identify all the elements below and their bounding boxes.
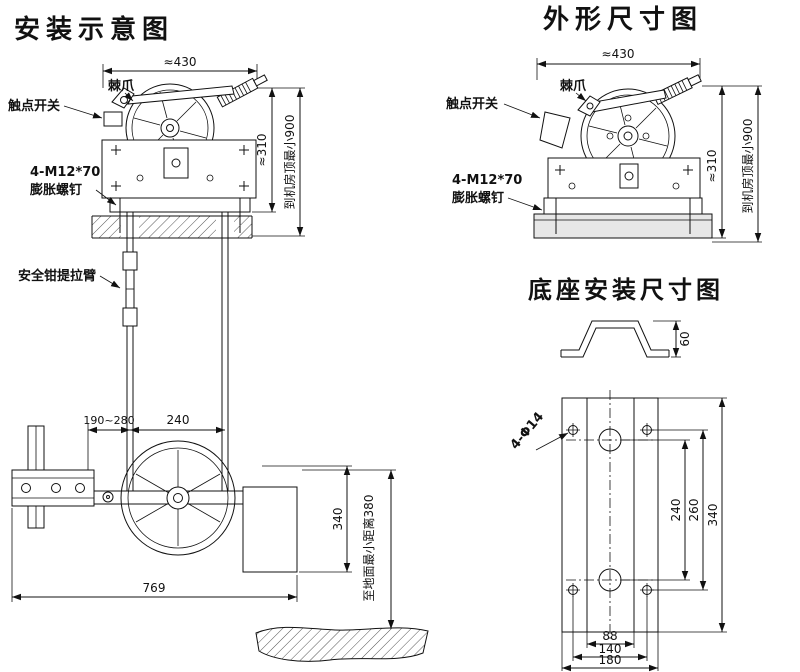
governor-ropes <box>126 212 229 494</box>
ceiling-slab <box>91 214 253 240</box>
base-dim-slot-pitch-v: 260 <box>687 499 701 522</box>
rope-turnbuckle <box>122 251 138 327</box>
base-plate <box>561 390 659 640</box>
install-dim-rail-rope: 190~280 <box>83 414 134 427</box>
tension-pulley <box>120 440 236 556</box>
tension-weight <box>242 486 298 573</box>
install-label-contact-switch: 触点开关 <box>7 98 60 114</box>
install-dim-ceiling: 到机房顶最小900 <box>282 115 297 210</box>
base-dim-hole-pitch-v: 240 <box>669 499 683 522</box>
install-dim-top-width: ≈430 <box>164 55 197 69</box>
base-view: 底座安装尺寸图 60 <box>508 275 727 672</box>
base-dim-hole-pitch-h: 140 <box>599 642 622 656</box>
contact-switch-shape <box>103 111 123 127</box>
outline-label-pawl: 棘爪 <box>560 78 587 94</box>
outline-label-contact-switch: 触点开关 <box>445 96 498 112</box>
guide-rail-bracket <box>11 425 95 529</box>
switch-bracket <box>539 111 571 149</box>
install-view: 安装示意图 ≈430 <box>7 14 429 662</box>
install-dim-height: ≈310 <box>255 134 269 167</box>
install-label-bolt-spec: 4-M12*70 <box>30 165 100 180</box>
base-dim-bracket-height: 60 <box>678 331 692 346</box>
outline-dim-ceiling: 到机房顶最小900 <box>740 119 755 214</box>
install-dim-tension-height: 340 <box>331 508 345 531</box>
rope-hole-bottom <box>598 568 622 592</box>
governor-machine <box>101 74 268 233</box>
install-label-bolt-name: 膨胀螺钉 <box>29 182 82 198</box>
tension-assembly <box>93 440 298 573</box>
outline-title: 外形尺寸图 <box>543 5 703 35</box>
outline-label-bolt-name: 膨胀螺钉 <box>451 190 504 206</box>
install-dim-rope-span: 240 <box>167 413 190 427</box>
install-label-safety-arm: 安全钳提拉臂 <box>18 268 96 284</box>
base-dim-plate-height: 340 <box>706 504 720 527</box>
install-dim-base-width: 769 <box>143 581 166 595</box>
base-dim-plate-width: 180 <box>599 653 622 667</box>
outline-label-bolt-spec: 4-M12*70 <box>452 173 522 188</box>
install-dim-floor: 至地面最小距离380 <box>361 495 376 602</box>
machine-base-plate-side <box>543 197 703 215</box>
governor-machine-side <box>533 74 713 239</box>
mounting-slab <box>533 213 713 239</box>
install-label-pawl: 棘爪 <box>108 78 135 94</box>
bracket-profile <box>560 320 670 358</box>
ground-hatch <box>255 626 429 662</box>
rope-hole-top <box>598 428 622 452</box>
outline-view: 外形尺寸图 ≈430 <box>445 5 762 243</box>
base-label-holes: 4-Φ14 <box>508 410 548 453</box>
base-title: 底座安装尺寸图 <box>528 275 724 304</box>
machine-base-plate <box>109 197 251 213</box>
install-title: 安装示意图 <box>14 14 174 45</box>
outline-dim-top-width: ≈430 <box>602 47 635 61</box>
outline-dim-height: ≈310 <box>705 150 719 183</box>
base-dim-channel-width: 88 <box>602 629 617 643</box>
